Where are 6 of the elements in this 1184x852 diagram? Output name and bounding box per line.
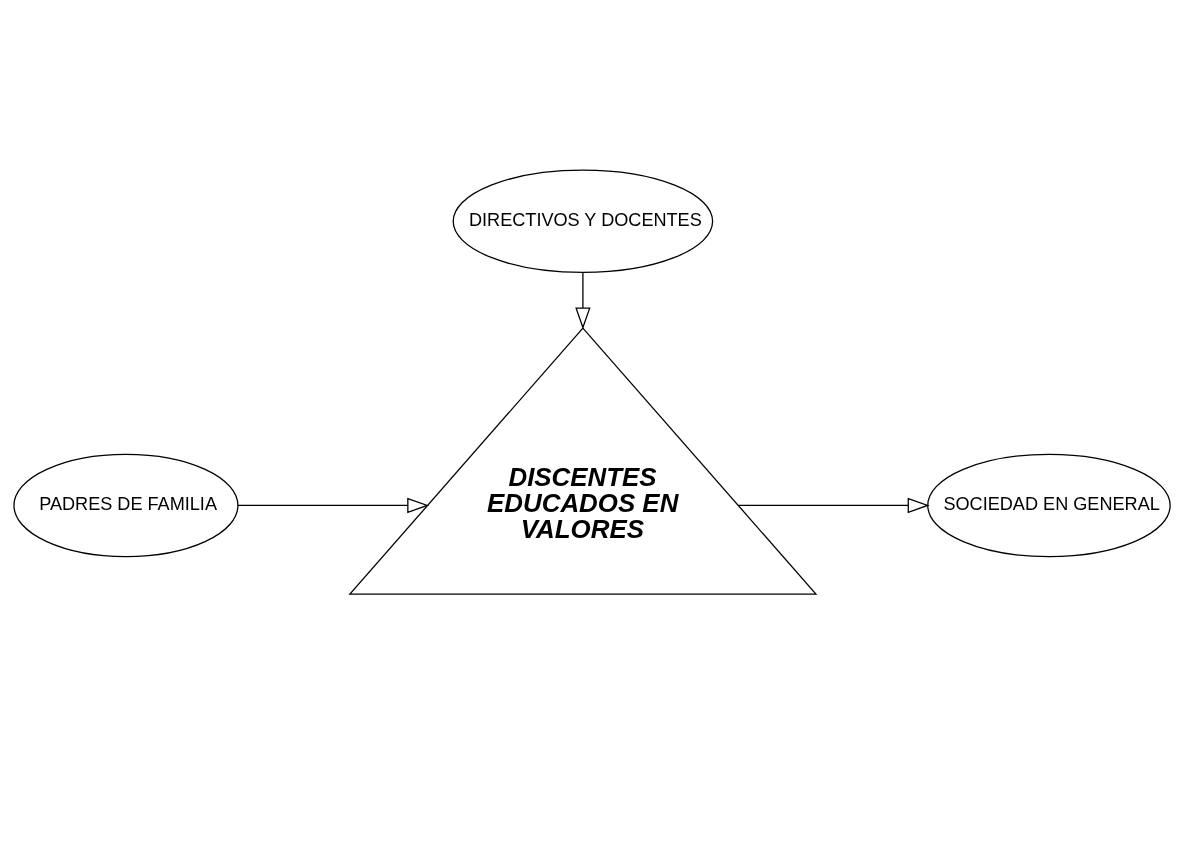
arrow — [737, 497, 930, 513]
arrow — [575, 271, 591, 329]
arrow — [237, 497, 430, 513]
node-ellipse: SOCIEDAD EN GENERAL — [927, 453, 1171, 557]
node-ellipse: DIRECTIVOS Y DOCENTES — [452, 169, 714, 273]
node-ellipse: PADRES DE FAMILIA — [13, 453, 239, 557]
